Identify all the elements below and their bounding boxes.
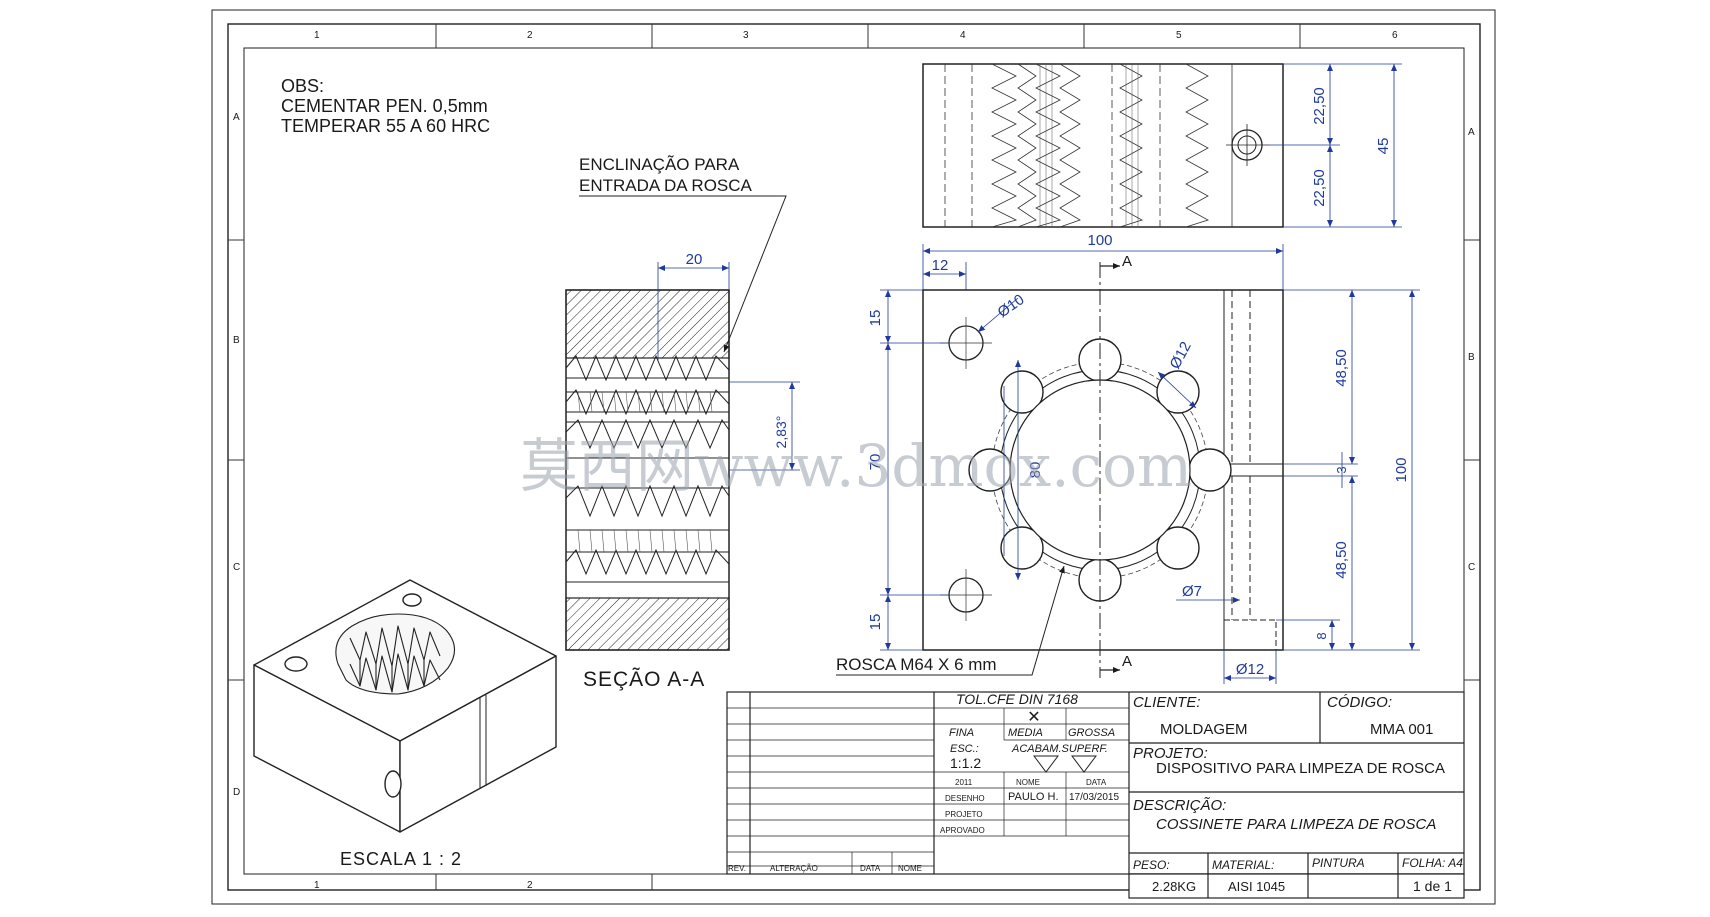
zone-labels: 1 2 3 4 5 6 1 2 A B C D A B C	[233, 30, 1475, 891]
dim-taper-angle: 2,83°	[773, 416, 789, 449]
section-view: 20 2,83° SEÇÃO A-A	[565, 251, 800, 691]
client-label: CLIENTE:	[1133, 694, 1201, 711]
iso-thread-bore	[335, 613, 456, 695]
dim-top-half-2: 22,50	[1311, 169, 1328, 207]
dim-hole-offset-x: 12	[932, 257, 949, 274]
section-mark-top: A	[1122, 253, 1132, 270]
rev-header-name: NOME	[898, 864, 922, 873]
dim-slot-gap: 3	[1334, 466, 1349, 473]
rev-header-change: ALTERAÇÃO	[770, 864, 818, 873]
taper-leader-note: ENCLINAÇÃO PARA ENTRADA DA ROSCA	[579, 155, 787, 353]
project-label: PROJETO	[945, 810, 983, 819]
zone-grid	[228, 24, 1480, 890]
section-title: SEÇÃO A-A	[583, 667, 705, 691]
date-header: DATA	[1086, 778, 1107, 787]
isometric-view: ESCALA 1 : 2	[253, 579, 557, 869]
title-block-bottom-values: 2.28KG AISI 1045 1 de 1	[1128, 873, 1465, 899]
dim-bore-dia: 80	[1027, 462, 1044, 479]
tol-coarse: GROSSA	[1068, 727, 1115, 739]
zone-col-1: 1	[314, 30, 320, 41]
zone-col-4: 4	[960, 30, 966, 41]
zone-col-6: 6	[1392, 30, 1398, 41]
finish-symbol-2	[1071, 755, 1097, 773]
dim-overall-height: 100	[1393, 457, 1410, 482]
dim-top-half-1: 22,50	[1311, 87, 1328, 125]
dim-counterbore-depth: 8	[1314, 632, 1329, 639]
name-header: NOME	[1016, 778, 1040, 787]
dim-hole-offset-y-bottom: 15	[867, 614, 884, 631]
finish-label: ACABAM.SUPERF.	[1011, 743, 1108, 755]
zone-row-a-right: A	[1468, 127, 1475, 138]
project-value: DISPOSITIVO PARA LIMPEZA DE ROSCA	[1156, 760, 1445, 777]
zone-col-2: 2	[527, 30, 533, 41]
leader-line-2: ENTRADA DA ROSCA	[579, 176, 753, 195]
code-label: CÓDIGO:	[1327, 694, 1392, 711]
title-block: TOL.CFE DIN 7168 FINA MEDIA GROSSA ✕ ESC…	[726, 691, 1465, 875]
zone-row-d: D	[233, 787, 240, 798]
weight-label: PESO:	[1133, 858, 1170, 872]
dim-top-height: 45	[1375, 138, 1392, 155]
zone-col-1-bottom: 1	[314, 880, 320, 891]
material-value: AISI 1045	[1228, 879, 1285, 894]
description-value: COSSINETE PARA LIMPEZA DE ROSCA	[1156, 816, 1436, 833]
weight-value: 2.28KG	[1152, 879, 1196, 894]
material-label: MATERIAL:	[1212, 858, 1274, 872]
sheet-label: FOLHA: A4	[1402, 856, 1463, 870]
code-value: MMA 001	[1370, 721, 1433, 738]
zone-col-3: 3	[743, 30, 749, 41]
tol-medium: MEDIA	[1008, 727, 1043, 739]
finish-symbol-1	[1033, 755, 1059, 773]
dim-drill-dia: Ø7	[1182, 583, 1202, 600]
zone-row-a: A	[233, 112, 240, 123]
drawn-label: DESENHO	[945, 794, 985, 803]
scale-field-value: 1:1.2	[950, 755, 981, 771]
project-field-label: PROJETO:	[1133, 745, 1208, 762]
zone-row-b: B	[233, 335, 240, 346]
watermark: 莫西网www.3dmox.com	[520, 432, 1192, 500]
dim-hole-offset-y-top: 15	[867, 310, 884, 327]
scale-field-label: ESC.:	[950, 743, 979, 755]
front-view: 100 12 A A	[836, 232, 1420, 684]
dim-half-bottom: 48,50	[1333, 541, 1350, 579]
drawn-by: PAULO H.	[1008, 791, 1059, 803]
dim-half-top: 48,50	[1333, 349, 1350, 387]
thread-callout: ROSCA M64 X 6 mm	[836, 655, 997, 674]
approved-label: APROVADO	[940, 826, 985, 835]
zone-col-5: 5	[1176, 30, 1182, 41]
rev-header-date: DATA	[860, 864, 881, 873]
scale-label: ESCALA 1 : 2	[340, 849, 462, 869]
rev-header-rev: REV.	[728, 864, 746, 873]
tol-selected-mark: ✕	[1027, 709, 1040, 726]
sheet-value: 1 de 1	[1413, 878, 1452, 894]
notes-line-1: CEMENTAR PEN. 0,5mm	[281, 96, 488, 116]
paint-label: PINTURA	[1312, 856, 1365, 870]
zone-row-c: C	[233, 562, 240, 573]
client-value: MOLDAGEM	[1160, 721, 1248, 738]
dim-hole-spacing: 70	[867, 454, 884, 471]
drawn-date: 17/03/2015	[1069, 792, 1119, 803]
leader-line-1: ENCLINAÇÃO PARA	[579, 155, 740, 174]
section-markers: A A	[1100, 253, 1132, 673]
notes-block: OBS: CEMENTAR PEN. 0,5mm TEMPERAR 55 A 6…	[281, 76, 490, 136]
notes-line-2: TEMPERAR 55 A 60 HRC	[281, 116, 490, 136]
top-view: 22,50 22,50 45	[922, 63, 1402, 228]
description-label: DESCRIÇÃO:	[1133, 797, 1226, 814]
zone-col-2-bottom: 2	[527, 880, 533, 891]
tolerance-label: TOL.CFE DIN 7168	[956, 691, 1078, 707]
zone-row-b-right: B	[1468, 352, 1475, 363]
notes-title: OBS:	[281, 76, 324, 96]
tol-fine: FINA	[949, 727, 974, 739]
dim-section-width: 20	[686, 251, 703, 268]
dim-counterbore-dia: Ø12	[1236, 661, 1264, 678]
section-mark-bottom: A	[1122, 653, 1132, 670]
dim-overall-width: 100	[1087, 232, 1112, 249]
zone-row-c-right: C	[1468, 562, 1475, 573]
year-label: 2011	[955, 778, 973, 787]
